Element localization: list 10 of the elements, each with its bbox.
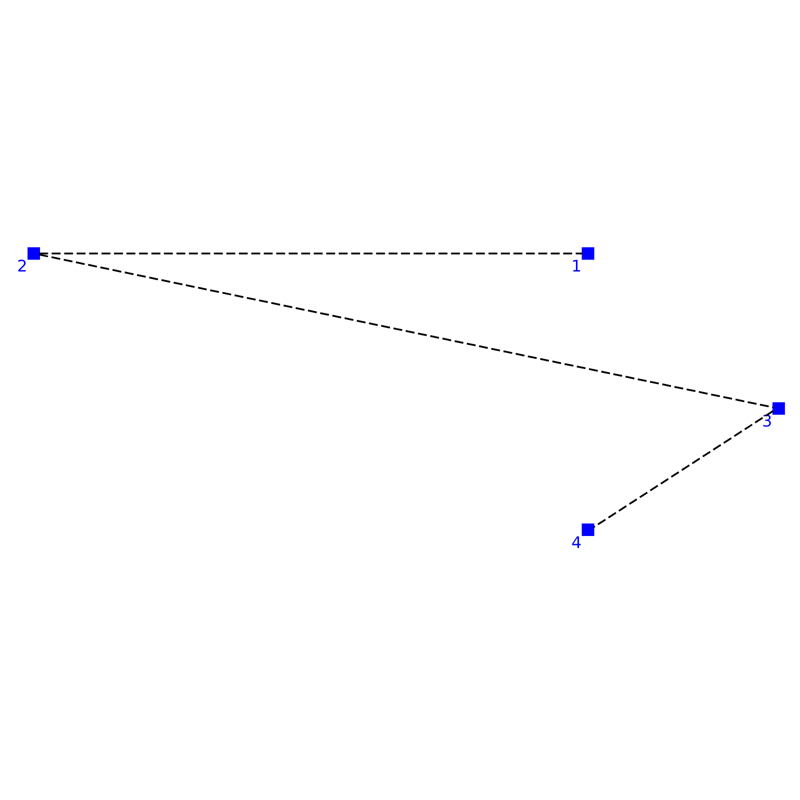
node-box [28,246,40,260]
node-label: 1 [571,256,582,276]
node-box [772,402,785,414]
connector [593,410,774,528]
node-box [582,246,594,260]
node-label: 4 [571,532,582,552]
node-box [582,522,594,536]
node-label: 2 [17,256,28,276]
connector [39,253,774,408]
connector [39,252,582,254]
